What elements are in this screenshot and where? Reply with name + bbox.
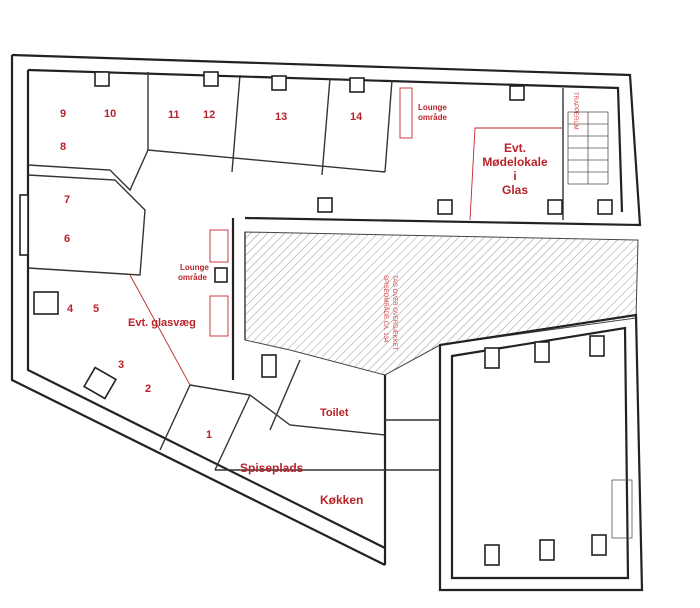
- stairwell-label: TRAPPERUM: [572, 92, 578, 130]
- room-3: 3: [118, 359, 124, 371]
- room-6: 6: [64, 233, 70, 245]
- meeting-label-2: Mødelokale: [482, 155, 548, 169]
- covered-roof-area: [244, 231, 639, 376]
- toilet-label: Toilet: [320, 407, 349, 419]
- room-13: 13: [275, 111, 287, 123]
- lounge-label-mid: Lounge: [180, 263, 209, 272]
- windows: [19, 71, 613, 566]
- room-9: 9: [60, 108, 66, 120]
- glass-wall-label: Evt. glasvæg: [128, 317, 196, 329]
- room-12: 12: [203, 109, 215, 121]
- outer-walls: [10, 53, 644, 592]
- roof-note-2: SPISEOMRÅDE CA. 134: [382, 275, 389, 343]
- room-4: 4: [67, 303, 74, 315]
- interior-walls: [27, 72, 633, 539]
- roof-note-1: TAG OVER OVERDÆKKET: [391, 275, 397, 351]
- room-14: 14: [350, 111, 363, 123]
- dining-label: Spiseplads: [240, 461, 304, 475]
- room-numbers: 9 10 8 11 12 13 14 7 6 4 5 3 2 1: [60, 108, 363, 441]
- room-1: 1: [206, 429, 212, 441]
- red-annotations: [129, 87, 562, 386]
- room-10: 10: [104, 108, 116, 120]
- meeting-label-1: Evt.: [504, 141, 526, 155]
- meeting-room-label: Evt. Mødelokale i Glas: [482, 141, 548, 197]
- lounge-label-top: Lounge: [418, 103, 447, 112]
- lounge-label-mid-2: område: [178, 273, 207, 282]
- meeting-label-3: i: [513, 169, 516, 183]
- room-8: 8: [60, 141, 66, 153]
- meeting-label-4: Glas: [502, 183, 528, 197]
- room-5: 5: [93, 303, 99, 315]
- kitchen-label: Køkken: [320, 493, 363, 507]
- lounge-label-top-2: område: [418, 113, 447, 122]
- stairs: [568, 112, 608, 184]
- room-2: 2: [145, 383, 151, 395]
- room-11: 11: [168, 109, 180, 121]
- room-7: 7: [64, 194, 70, 206]
